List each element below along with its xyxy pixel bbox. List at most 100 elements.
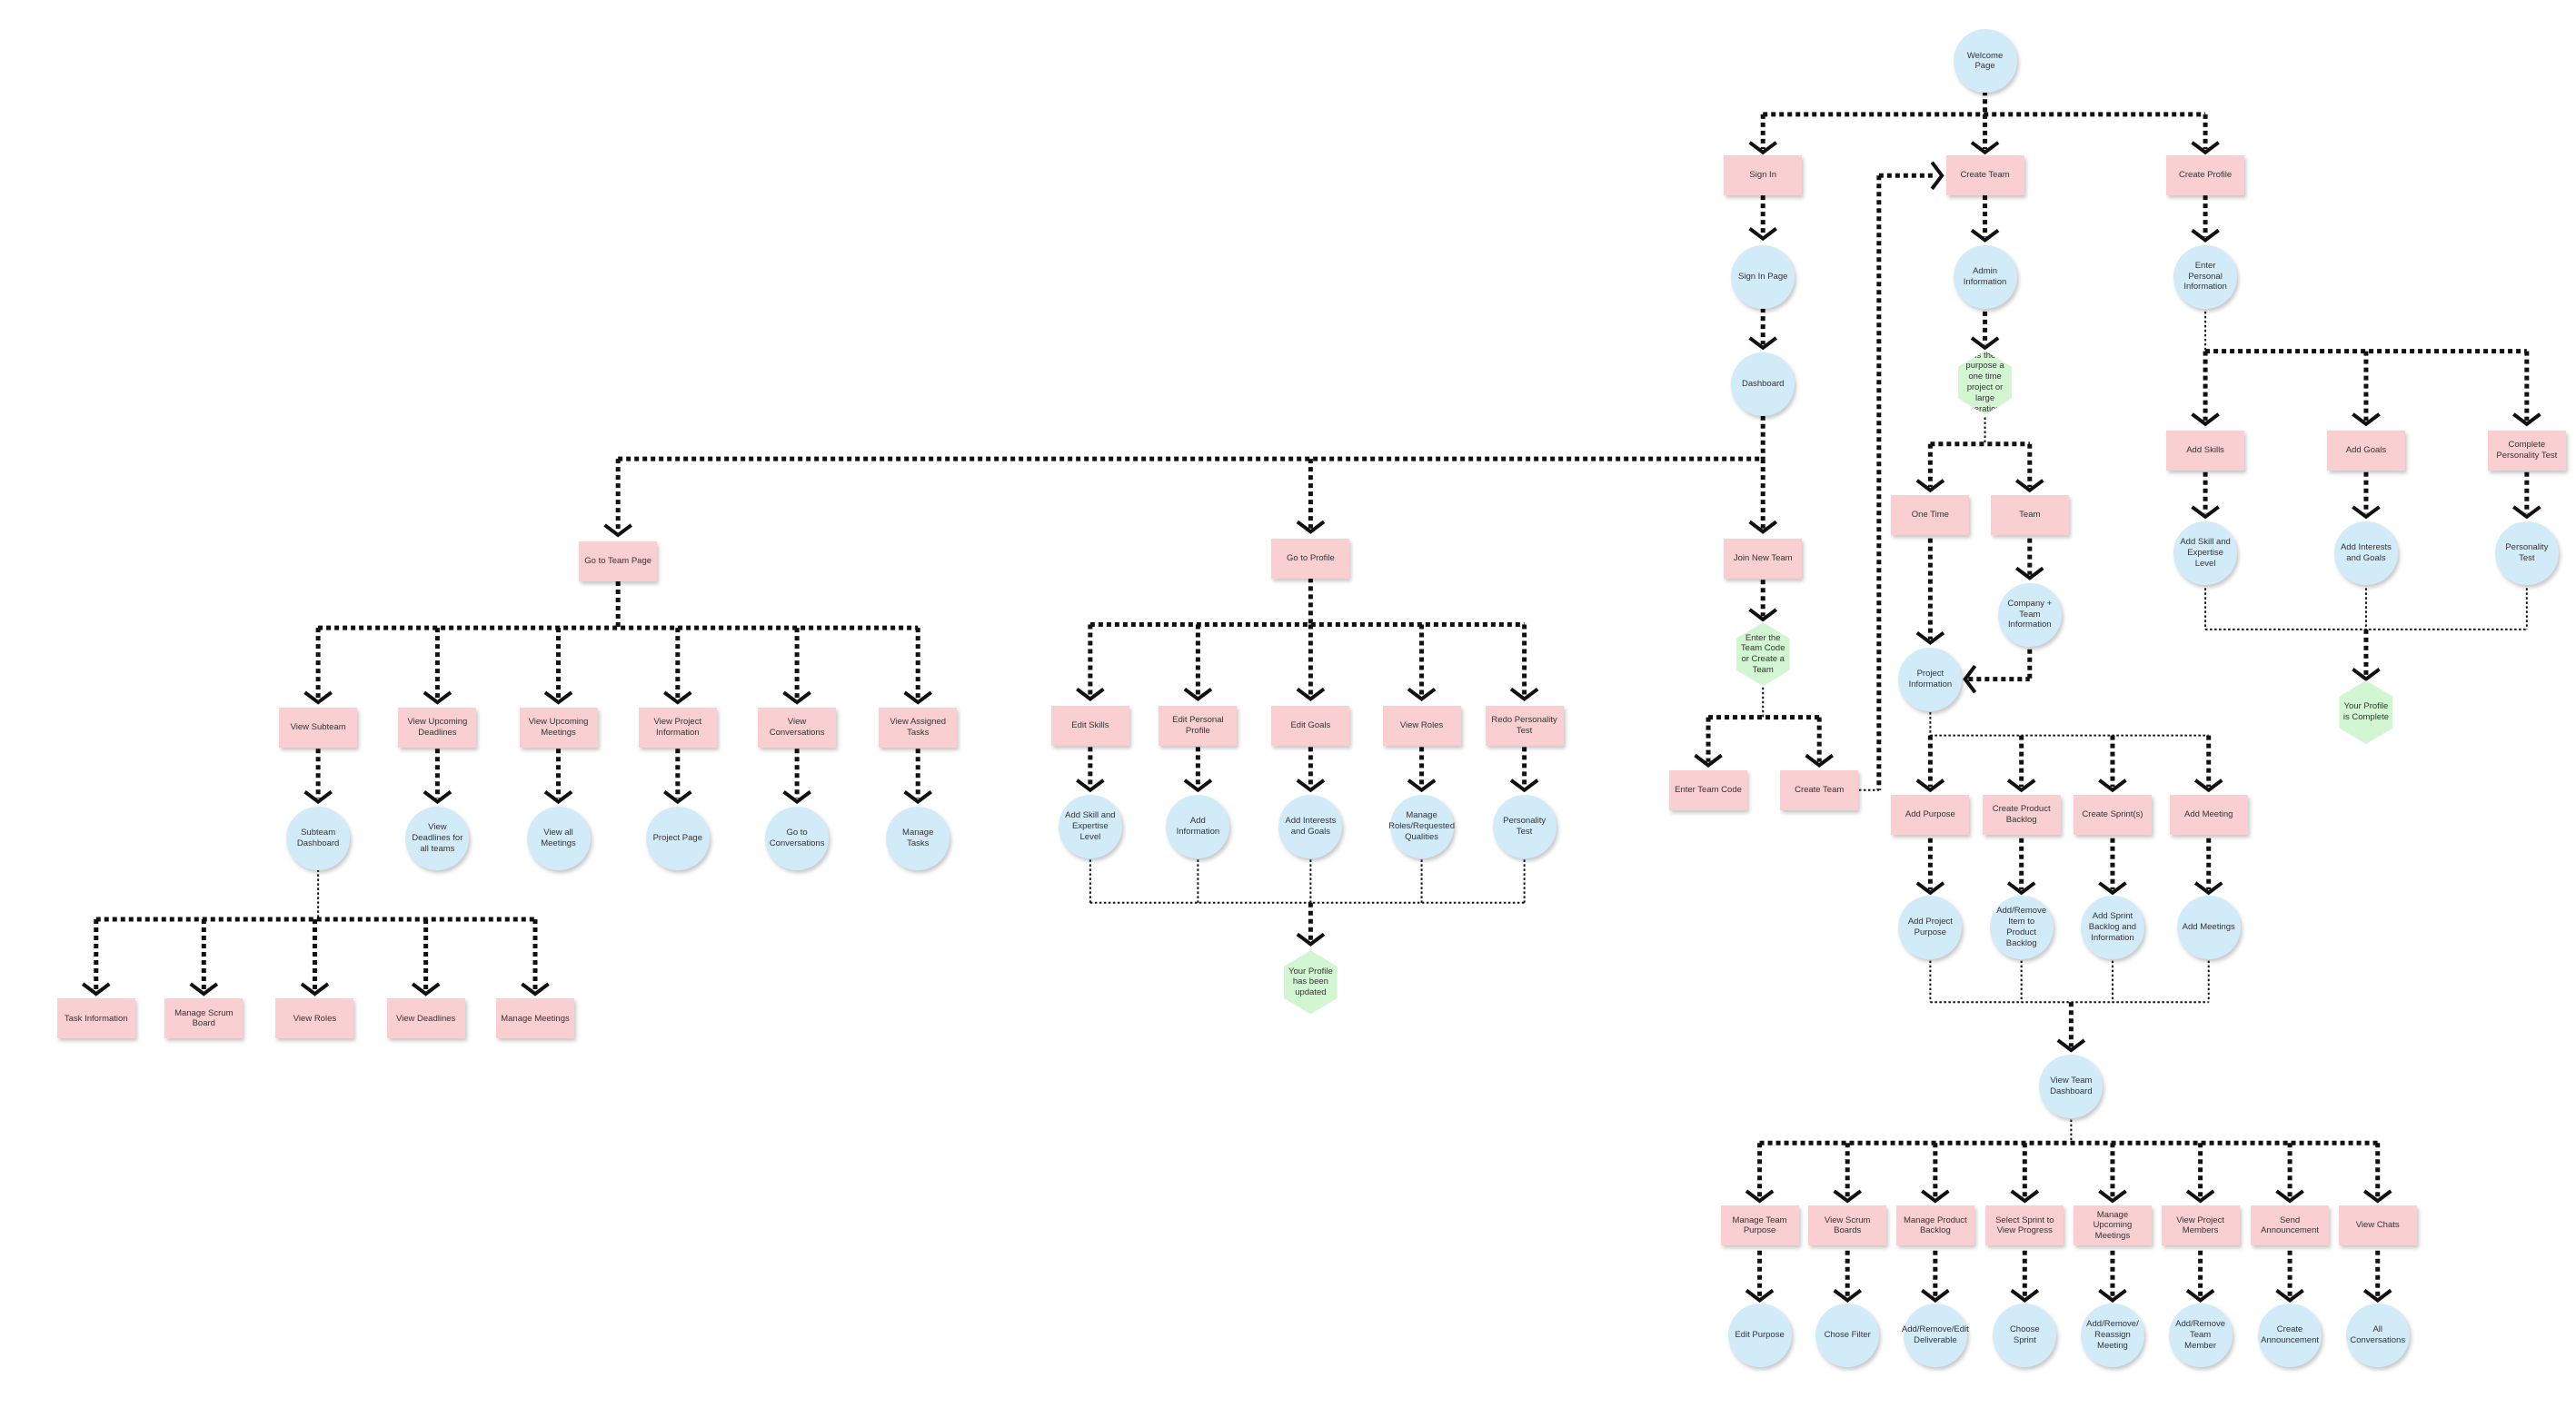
node-add-information: Add Information xyxy=(1166,794,1230,858)
node-task-info: Task Information xyxy=(56,998,135,1039)
node-view-upcoming-meetings: View Upcoming Meetings xyxy=(519,707,598,748)
arrow-head xyxy=(782,690,811,705)
node-manage-scrum: Manage Scrum Board xyxy=(164,998,244,1039)
node-label: Manage Tasks xyxy=(902,827,934,848)
arrow-head xyxy=(1745,1288,1775,1303)
arrow-head xyxy=(1915,778,1945,793)
node-label: Edit Personal Profile xyxy=(1172,714,1224,736)
node-reassign-meeting: Add/Remove/ Reassign Meeting xyxy=(2080,1303,2144,1367)
node-label: Dashboard xyxy=(1741,379,1785,390)
node-label: Redo Personality Test xyxy=(1491,714,1557,736)
node-label: Project Information xyxy=(1908,668,1953,689)
node-label: Manage Upcoming Meetings xyxy=(2093,1209,2133,1242)
node-label: Manage Meetings xyxy=(501,1013,570,1024)
arrow-head xyxy=(1509,687,1539,702)
node-label: Your Profile has been updated xyxy=(1288,966,1333,998)
node-choose-sprint: Choose Sprint xyxy=(1993,1303,2057,1367)
node-redo-pt: Redo Personality Test xyxy=(1485,705,1564,746)
node-label: View Roles xyxy=(293,1013,337,1024)
node-label: View Roles xyxy=(1399,719,1444,730)
arrow-head xyxy=(1694,753,1723,768)
node-label: Task Information xyxy=(64,1013,128,1024)
node-label: View Team Dashboard xyxy=(2050,1076,2093,1097)
arrow-head xyxy=(2191,505,2220,520)
arrow-head xyxy=(2191,141,2220,155)
node-label: Add/Remove/ Reassign Meeting xyxy=(2086,1318,2139,1351)
arrow-head xyxy=(1748,336,1777,351)
arrow-head xyxy=(2006,778,2036,793)
node-label: Add Meeting xyxy=(2184,809,2233,820)
node-sign-in-page: Sign In Page xyxy=(1731,244,1795,309)
node-go-team-page: Go to Team Page xyxy=(579,541,658,582)
node-view-upcoming-deadlines: View Upcoming Deadlines xyxy=(398,707,477,748)
node-label: View Project Information xyxy=(653,716,702,738)
node-view-roles-pr: View Roles xyxy=(1382,705,1461,746)
arrow-head xyxy=(543,690,573,705)
node-create-team2: Create Team xyxy=(1780,769,1859,810)
arrow-head xyxy=(2512,505,2541,520)
node-view-deadlines-all: View Deadlines for all teams xyxy=(405,806,470,870)
node-add-skill-level: Add Skill and Expertise Level xyxy=(2173,521,2238,586)
node-view-subteam: View Subteam xyxy=(279,707,358,748)
node-label: Select Sprint to View Progress xyxy=(1995,1215,2054,1236)
arrow-head xyxy=(1930,161,1944,191)
node-label: Go to Conversations xyxy=(769,827,825,848)
node-label: View Assigned Tasks xyxy=(890,716,947,738)
node-go-conversations: Go to Conversations xyxy=(765,806,830,870)
arrow-head xyxy=(2006,881,2036,896)
arrow-head xyxy=(189,982,219,997)
arrow-head xyxy=(1076,778,1105,793)
node-add-skill-level2: Add Skill and Expertise Level xyxy=(1058,794,1122,858)
arrow-head xyxy=(1296,932,1326,947)
node-label: View Chats xyxy=(2355,1220,2400,1231)
node-add-meetings: Add Meetings xyxy=(2176,896,2241,960)
arrow-head xyxy=(1970,228,2000,243)
node-view-deadlines-st: View Deadlines xyxy=(386,998,465,1039)
arrow-head xyxy=(2098,1288,2127,1303)
arrow-head xyxy=(1748,520,1777,534)
node-label: One Time xyxy=(1911,510,1949,521)
node-add-interests-p: Add Interests and Goals xyxy=(2333,521,2398,586)
arrow-head xyxy=(1915,479,1945,493)
node-label: Add Sprint Backlog and Information xyxy=(2088,911,2137,944)
node-label: Team xyxy=(2019,510,2041,521)
node-add-meeting: Add Meeting xyxy=(2169,795,2248,836)
node-enter-code: Enter the Team Code or Create a Team xyxy=(1736,622,1790,687)
node-all-conversations: All Conversations xyxy=(2345,1303,2410,1367)
node-label: Chose Filter xyxy=(1824,1329,1871,1340)
node-label: Edit Purpose xyxy=(1735,1329,1785,1340)
node-label: Create Sprint(s) xyxy=(2082,809,2143,820)
arrow-head xyxy=(1509,778,1539,793)
node-label: Add Purpose xyxy=(1905,809,1955,820)
node-admin-info: Admin Information xyxy=(1953,244,2017,309)
node-add-purpose: Add Purpose xyxy=(1891,795,1970,836)
arrow-head xyxy=(1407,687,1437,702)
node-label: Is the purpose a one time project or lar… xyxy=(1964,350,2005,414)
node-label: Create Profile xyxy=(2179,170,2233,181)
node-label: Enter Team Code xyxy=(1675,784,1742,795)
node-label: Add Interests and Goals xyxy=(1285,816,1337,837)
arrow-head xyxy=(663,790,692,805)
node-label: Manage Product Backlog xyxy=(1903,1215,1967,1236)
arrow-head xyxy=(521,982,550,997)
arrow-head xyxy=(1748,141,1777,155)
node-select-sprint: Select Sprint to View Progress xyxy=(1985,1205,2064,1246)
node-create-sprints: Create Sprint(s) xyxy=(2073,795,2152,836)
node-label: Subteam Dashboard xyxy=(296,827,340,848)
node-dashboard: Dashboard xyxy=(1731,352,1795,417)
node-sign-in: Sign In xyxy=(1724,155,1803,196)
node-label: Create Team xyxy=(1960,170,2010,181)
node-company-team-info: Company + Team Information xyxy=(1997,582,2062,647)
node-label: Sign In xyxy=(1749,170,1776,181)
node-create-profile: Create Profile xyxy=(2166,155,2245,196)
node-label: Personality Test xyxy=(2505,542,2549,564)
arrow-head xyxy=(81,982,111,997)
node-label: Welcome Page xyxy=(1966,50,2004,72)
arrow-head xyxy=(2185,1189,2215,1204)
node-team: Team xyxy=(1990,495,2069,536)
node-view-roles-st: View Roles xyxy=(275,998,354,1039)
arrow-head xyxy=(1915,881,1945,896)
arrow-head xyxy=(2352,505,2381,520)
node-view-all-meetings: View all Meetings xyxy=(526,806,591,870)
